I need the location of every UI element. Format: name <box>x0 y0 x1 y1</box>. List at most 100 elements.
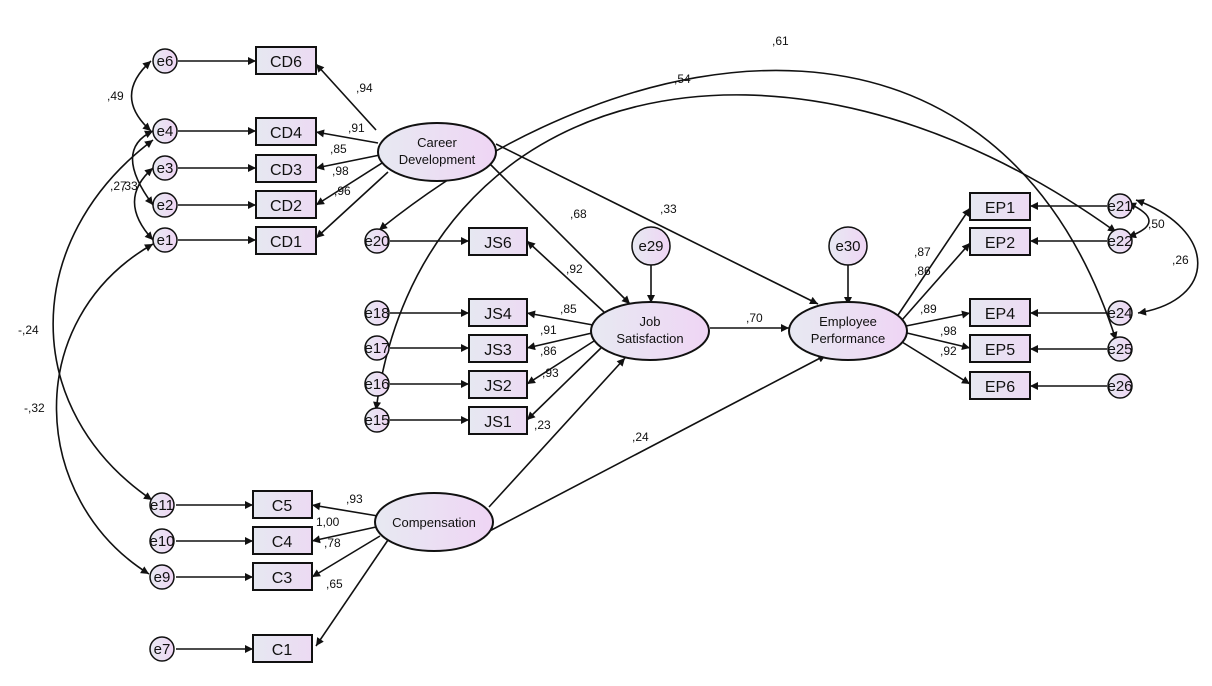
svg-text:EP4: EP4 <box>985 306 1015 323</box>
svg-text:e15: e15 <box>364 412 389 429</box>
svg-text:Career: Career <box>417 135 457 150</box>
error-e7: e7 <box>149 636 175 662</box>
indicator-js6: JS6 <box>468 227 528 256</box>
weight-cov-e15-e22: ,54 <box>674 72 691 86</box>
svg-text:e3: e3 <box>157 160 174 177</box>
svg-text:e22: e22 <box>1107 233 1132 250</box>
error-e18: e18 <box>364 300 390 326</box>
indicator-boxes: CD6 CD4 CD3 CD2 CD1 JS6 JS4 JS3 JS2 JS1 … <box>252 46 1031 663</box>
latent-job-satisfaction: Job Satisfaction <box>590 301 710 361</box>
svg-text:EP1: EP1 <box>985 200 1015 217</box>
svg-text:C3: C3 <box>272 570 293 587</box>
weight-ep-ep6: ,92 <box>940 344 957 358</box>
latent-variables: Career Development Job Satisfaction Empl… <box>374 122 908 552</box>
covariance-curves <box>52 60 1199 575</box>
indicator-ep2: EP2 <box>969 227 1031 256</box>
error-e24: e24 <box>1107 300 1133 326</box>
error-e15: e15 <box>364 407 390 433</box>
latent-career-development: Career Development <box>377 122 497 182</box>
weight-cd-cd2: ,98 <box>332 164 349 178</box>
indicator-ep1: EP1 <box>969 192 1031 221</box>
weight-comp-c1: ,65 <box>326 577 343 591</box>
indicator-ep6: EP6 <box>969 371 1031 400</box>
error-e6: e6 <box>152 48 178 74</box>
error-e1: e1 <box>152 227 178 253</box>
weight-js-js1: ,93 <box>542 366 559 380</box>
indicator-c4: C4 <box>252 526 313 555</box>
svg-text:e11: e11 <box>150 497 174 514</box>
weight-ep-ep1: ,87 <box>914 245 931 259</box>
svg-text:CD6: CD6 <box>270 54 302 71</box>
latent-compensation: Compensation <box>374 492 494 552</box>
error-e9: e9 <box>149 564 175 590</box>
indicator-cd1: CD1 <box>255 226 317 255</box>
error-e10: e10 <box>149 528 175 554</box>
error-e26: e26 <box>1107 373 1133 399</box>
error-e25: e25 <box>1107 336 1133 362</box>
weight-comp-c5: ,93 <box>346 492 363 506</box>
svg-text:CD3: CD3 <box>270 162 302 179</box>
weight-js-ep: ,70 <box>746 311 763 325</box>
svg-text:C4: C4 <box>272 534 293 551</box>
svg-text:JS2: JS2 <box>484 378 512 395</box>
svg-text:Development: Development <box>399 152 476 167</box>
svg-text:Job: Job <box>640 314 661 329</box>
svg-text:e30: e30 <box>835 238 860 255</box>
indicator-c5: C5 <box>252 490 313 519</box>
svg-text:CD1: CD1 <box>270 234 302 251</box>
svg-text:e17: e17 <box>364 340 389 357</box>
error-e11: e11 <box>149 492 175 518</box>
weight-cov-e1-e9: -,32 <box>24 401 45 415</box>
svg-text:C1: C1 <box>272 642 293 659</box>
weight-cov-e3-e1: ,33 <box>121 179 138 193</box>
svg-text:e2: e2 <box>157 197 174 214</box>
error-circles: e6 e4 e3 e2 e1 e20 e18 e17 e16 e15 e29 e… <box>149 48 1133 662</box>
weight-cd-cd1: ,96 <box>334 184 351 198</box>
error-e17: e17 <box>364 335 390 361</box>
indicator-js2: JS2 <box>468 370 528 399</box>
svg-text:e4: e4 <box>157 123 174 140</box>
svg-text:e25: e25 <box>1107 341 1132 358</box>
weight-js-js4: ,85 <box>560 302 577 316</box>
weight-comp-c4: 1,00 <box>316 515 340 529</box>
svg-text:e26: e26 <box>1107 378 1132 395</box>
weight-ep-ep2: ,86 <box>914 264 931 278</box>
indicator-c3: C3 <box>252 562 313 591</box>
weight-js-js2: ,86 <box>540 344 557 358</box>
weight-cov-e2-e4: ,27 <box>110 179 127 193</box>
error-e29: e29 <box>631 226 671 266</box>
weight-cov-e21-e24: ,26 <box>1172 253 1189 267</box>
indicator-js3: JS3 <box>468 334 528 363</box>
error-e2: e2 <box>152 192 178 218</box>
svg-text:e29: e29 <box>638 238 663 255</box>
weight-ep-ep5: ,98 <box>940 324 957 338</box>
svg-text:e24: e24 <box>1107 305 1132 322</box>
weight-js-js3: ,91 <box>540 323 557 337</box>
svg-text:e20: e20 <box>364 233 389 250</box>
svg-text:CD4: CD4 <box>270 125 302 142</box>
svg-text:JS4: JS4 <box>484 306 512 323</box>
svg-text:Satisfaction: Satisfaction <box>616 331 683 346</box>
error-e30: e30 <box>828 226 868 266</box>
weight-comp-c3: ,78 <box>324 536 341 550</box>
weight-cd-cd4: ,91 <box>348 121 365 135</box>
indicator-cd4: CD4 <box>255 117 317 146</box>
svg-text:e18: e18 <box>364 305 389 322</box>
error-e21: e21 <box>1107 193 1133 219</box>
svg-text:Performance: Performance <box>811 331 885 346</box>
svg-text:EP2: EP2 <box>985 235 1015 252</box>
weight-cd-cd6: ,94 <box>356 81 373 95</box>
weight-cd-js: ,68 <box>570 207 587 221</box>
indicator-js4: JS4 <box>468 298 528 327</box>
svg-text:e21: e21 <box>1107 198 1132 215</box>
error-e22: e22 <box>1107 228 1133 254</box>
svg-text:JS6: JS6 <box>484 235 512 252</box>
indicator-ep5: EP5 <box>969 334 1031 363</box>
weight-cov-e4-e11: -,24 <box>18 323 39 337</box>
svg-text:JS1: JS1 <box>484 414 512 431</box>
error-e3: e3 <box>152 155 178 181</box>
indicator-cd3: CD3 <box>255 154 317 183</box>
weight-cov-e20-e25: ,61 <box>772 34 789 48</box>
weight-cd-ep: ,33 <box>660 202 677 216</box>
